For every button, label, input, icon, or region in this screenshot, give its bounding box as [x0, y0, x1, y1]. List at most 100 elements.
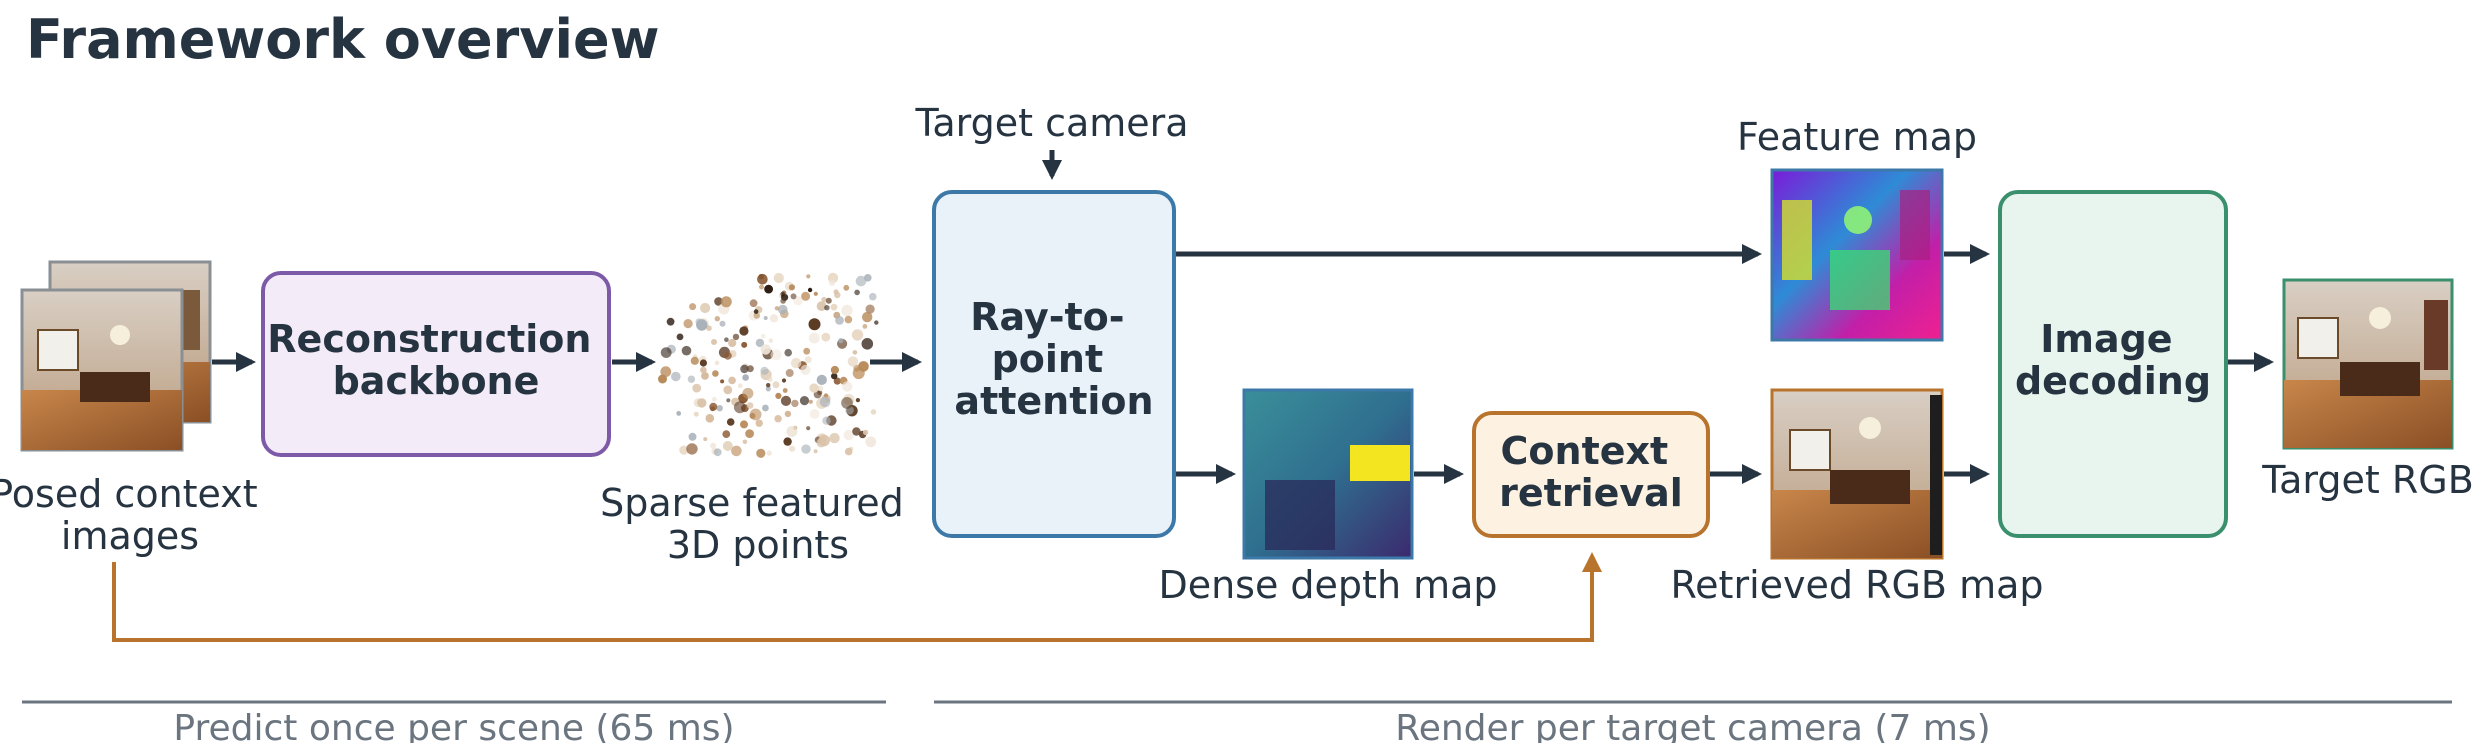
point [830, 303, 838, 311]
retrieved-rgb-map-image [1770, 388, 1944, 560]
point [783, 437, 792, 446]
point [799, 396, 810, 406]
point [720, 379, 725, 384]
point [854, 289, 860, 296]
point [806, 274, 811, 279]
point [711, 339, 717, 345]
point [830, 365, 840, 375]
point [765, 386, 771, 392]
point [780, 291, 785, 297]
point [720, 296, 732, 308]
point [688, 432, 697, 441]
point [824, 305, 830, 311]
point [690, 356, 699, 365]
dense-depth-map-image [1242, 388, 1414, 560]
point [786, 426, 798, 437]
svg-text:Image decoding: Image decoding [2015, 317, 2211, 403]
point [705, 414, 715, 423]
point [800, 364, 811, 375]
point [753, 309, 759, 314]
point [749, 299, 758, 308]
point [828, 279, 836, 286]
point [790, 293, 797, 300]
point [821, 332, 831, 342]
point [791, 399, 799, 408]
point [660, 366, 672, 378]
point [686, 443, 698, 455]
point [701, 372, 709, 380]
point [790, 357, 802, 369]
point [778, 304, 788, 315]
point [803, 347, 811, 355]
point [723, 351, 732, 360]
point [813, 449, 818, 454]
point [824, 393, 828, 398]
point [714, 360, 720, 366]
point [874, 320, 879, 325]
point [833, 377, 841, 385]
point [742, 439, 748, 445]
point [740, 420, 748, 429]
point [782, 388, 788, 393]
point [687, 375, 696, 383]
point [767, 376, 773, 382]
point [855, 275, 867, 287]
point [738, 383, 743, 389]
point [869, 292, 877, 301]
sparse-points-label: Sparse featured 3D points [600, 481, 916, 567]
point [716, 405, 723, 412]
point [766, 450, 772, 456]
point [821, 296, 827, 303]
point [842, 381, 853, 392]
point [819, 396, 831, 408]
page-title: Framework overview [26, 8, 660, 71]
point [746, 402, 754, 409]
point [838, 338, 844, 344]
point [801, 291, 811, 301]
point [728, 376, 736, 385]
point [844, 315, 853, 324]
point [666, 317, 675, 326]
point [714, 297, 723, 306]
point [831, 372, 838, 380]
target-camera-label: Target camera [914, 101, 1188, 145]
footer-left-label: Predict once per scene (65 ms) [173, 708, 734, 743]
ray-to-point-attention-box: Ray-to- point attention [932, 190, 1176, 538]
point [697, 398, 707, 408]
point [760, 366, 769, 375]
context-retrieval-box: Context retrieval [1472, 411, 1710, 538]
point [746, 365, 754, 373]
point [768, 338, 774, 343]
point [756, 448, 766, 458]
point [679, 445, 689, 455]
point [726, 398, 731, 403]
point [847, 356, 859, 367]
point [658, 374, 667, 384]
point [788, 284, 796, 291]
point [781, 378, 787, 383]
point [808, 399, 813, 404]
point [774, 415, 782, 423]
point [865, 436, 877, 448]
point [711, 396, 717, 402]
point [841, 397, 853, 409]
point [712, 370, 719, 377]
point [829, 432, 840, 444]
feature-map-label: Feature map [1737, 115, 1977, 159]
point [773, 272, 784, 284]
footer-right-label: Render per target camera (7 ms) [1395, 708, 1990, 743]
point [760, 344, 771, 355]
dense-depth-label: Dense depth map [1158, 563, 1497, 607]
point [724, 337, 729, 343]
point [676, 333, 684, 341]
point [726, 418, 735, 426]
point [822, 416, 831, 425]
point [807, 287, 813, 293]
point [703, 437, 708, 442]
target-rgb-label: Target RGB [2261, 458, 2474, 502]
point [769, 314, 779, 323]
image-decoding-box: Image decoding [1998, 190, 2228, 538]
point [723, 385, 733, 395]
point [766, 383, 771, 388]
point [753, 312, 761, 319]
